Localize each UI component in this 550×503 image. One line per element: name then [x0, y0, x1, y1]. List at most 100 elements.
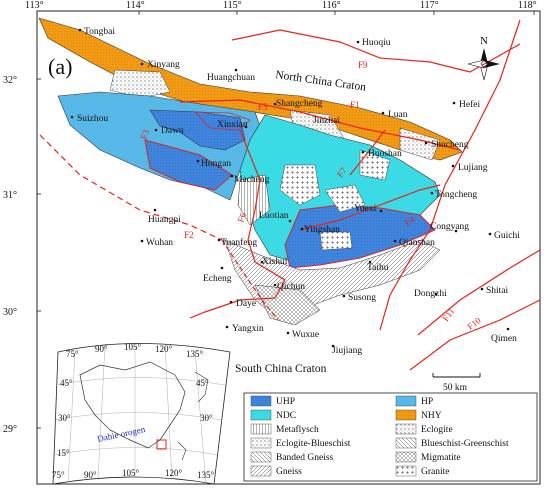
north-label: N: [480, 35, 488, 47]
city-dot: [451, 164, 455, 168]
city-dot: [78, 28, 82, 32]
inset-lon: 120°: [155, 344, 173, 354]
city-dot: [140, 239, 144, 243]
legend-swatch-uhp: [250, 395, 272, 407]
faults: [39, 19, 541, 371]
legend-label: Eclogite: [421, 425, 453, 435]
city-dot: [430, 191, 434, 195]
city-dot: [342, 294, 346, 298]
legend-label: NDC: [276, 411, 296, 421]
granite-patch: [319, 231, 353, 251]
city-huoshan: Huoshan: [368, 149, 402, 159]
city-dot: [379, 209, 383, 213]
uhp-unit: [144, 139, 233, 191]
fault-label: F2: [184, 230, 194, 240]
china-outline: [79, 361, 186, 449]
lat-tick: 31°: [3, 190, 17, 201]
city-dot: [260, 260, 264, 264]
city-echeng: Echeng: [203, 274, 232, 284]
city-huangchuan: Huangchuan: [207, 73, 255, 83]
city-yingshan: Yingshan: [304, 225, 340, 235]
city-tuanfeng: Tuanfeng: [221, 237, 257, 248]
legend-swatch-nhy: [395, 409, 417, 421]
lon-tick-labels: 113° 114° 115° 116° 117° 118°: [25, 0, 537, 11]
city-luan: Luan: [388, 110, 408, 120]
lat-tick-labels: 32° 31° 30° 29°: [3, 75, 17, 435]
legend-swatch-eclogite-blueschist: [250, 437, 272, 449]
city-dot: [220, 266, 224, 270]
north-arrow: N: [467, 35, 500, 81]
frame-ticks: [36, 11, 535, 429]
lon-tick: 117°: [420, 0, 439, 11]
city-dot: [196, 159, 200, 163]
legend-label: NHY: [421, 411, 442, 421]
xinxian-outline: [194, 111, 251, 131]
legend-label: Eclogite-Blueschist: [276, 439, 351, 449]
lon-tick: 113°: [25, 0, 44, 11]
city-dot: [273, 102, 277, 106]
metaflysch-patch: [109, 69, 171, 99]
inset-lon: 90°: [84, 470, 97, 480]
city-congyang: Congyang: [430, 222, 469, 232]
fault-label: F6: [235, 211, 248, 224]
inset-lon: 135°: [186, 349, 204, 359]
city-dot: [381, 111, 385, 115]
dabie-location-box: [156, 439, 167, 450]
inset-lon: 90°: [95, 344, 108, 354]
city-guichi: Guichi: [494, 231, 520, 241]
city-dot: [288, 219, 292, 223]
lat-tick: 29°: [3, 424, 17, 435]
inset-lon: 105°: [122, 468, 140, 478]
granite-patch: [279, 164, 321, 206]
city-hongan: Hongan: [201, 159, 231, 169]
city-dot: [368, 260, 372, 264]
city-dot: [424, 141, 428, 145]
city-daye: Daye: [236, 299, 256, 309]
legend-label: HP: [421, 397, 433, 407]
city-xinxian: Xinxian: [217, 120, 248, 130]
legend-swatch-migmatite: [395, 451, 417, 463]
city-yuexi: Yuexi: [354, 204, 377, 214]
legend-swatch-granite: [395, 465, 417, 477]
city-shucheng: Shucheng: [431, 140, 469, 150]
inset-frame: [52, 343, 231, 485]
city-yangxin: Yangxin: [232, 324, 264, 334]
city-xinyang: Xinyang: [147, 60, 180, 70]
inset-lon: 75°: [52, 470, 65, 480]
city-layer: Tongbai Xinyang Huangchuan Huoqiu Suizho…: [70, 27, 520, 356]
city-dot: [361, 150, 365, 154]
city-shitai: Shitai: [486, 286, 509, 296]
city-dot: [244, 125, 248, 129]
legend-box: [243, 392, 538, 482]
lat-tick: 30°: [3, 307, 17, 318]
city-tongbai: Tongbai: [84, 27, 115, 37]
fault-label: F1: [350, 100, 360, 110]
city-dot: [70, 115, 74, 119]
city-dot: [217, 238, 221, 242]
legend-swatch-blueschist-greenschist: [395, 437, 417, 449]
lon-tick: 115°: [223, 0, 242, 11]
city-taihu: Taihu: [367, 263, 389, 273]
inset-lon: 75°: [66, 349, 79, 359]
city-dawu: Dawu: [161, 126, 184, 136]
city-dot: [356, 40, 360, 44]
inset-lat: 15°: [57, 448, 70, 458]
fault-label: F3: [138, 128, 151, 141]
city-dot: [286, 331, 290, 335]
lon-tick: 118°: [518, 0, 537, 11]
city-huangpi: Huangpi: [148, 215, 181, 225]
legend-label: Blueschist-Greenschist: [421, 439, 509, 449]
city-shangcheng: Shangcheng: [276, 99, 323, 109]
city-dot: [300, 227, 304, 231]
inset-lat: 45°: [196, 378, 209, 388]
city-huoqiu: Huoqiu: [362, 38, 391, 48]
scale-bar: 50 km: [432, 373, 481, 393]
lon-tick: 114°: [126, 0, 145, 11]
granite-patch: [324, 184, 366, 213]
city-suizhou: Suizhou: [77, 114, 108, 124]
inset-lat: 45°: [60, 378, 73, 388]
city-dot: [488, 232, 492, 236]
city-wuhan: Wuhan: [146, 238, 173, 248]
